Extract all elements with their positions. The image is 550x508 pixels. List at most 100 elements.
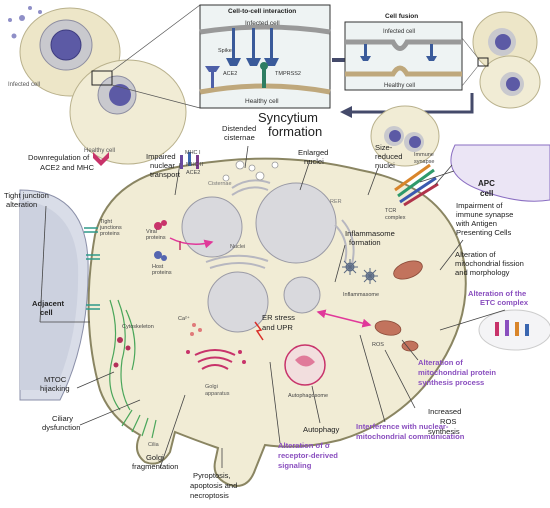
viral-proteins-label-2: proteins [146,235,166,241]
enlarged-2: nuclei [304,157,324,166]
leader-lines [39,145,506,469]
cytoskeleton-strands [109,299,136,411]
etc-2: ETC complex [480,298,529,307]
interaction-infected-label: Infected cell [245,20,280,27]
nucleus-3 [207,271,269,333]
pyroptosis-1: Pyroptosis, [193,471,231,480]
mito-protein-1: Alteration of [418,358,463,367]
downregulation-2: ACE2 and MHC [40,163,95,172]
cisternae-label: Cisternae [208,181,232,187]
tight-junction-2: alteration [6,200,37,209]
ca-dots [190,323,202,336]
er-stress-2: and UPR [262,323,293,332]
mito-fission-2: mitochondrial fission [455,259,524,268]
syncytium-line2: formation [268,124,322,139]
cell-fusion-panel: Cell fusion Infected cell Healthy cell [344,13,463,91]
cytoskeleton-label: Cytoskeleton [122,324,154,330]
tcr-label-1: TCR [385,208,396,214]
mtoc-2: hijacking [40,384,70,393]
golgi-label-1: Golgi [205,384,218,390]
mtoc-1: MTOC [44,375,67,384]
pyroptosis-3: necroptosis [190,491,229,500]
fusion-infected-label: Infected cell [383,29,415,35]
tight-junction-proteins [84,227,100,310]
top-right-cells [461,11,541,109]
mhc1-label: MHC I [185,150,201,156]
autophagosome-content [295,355,315,367]
viral-protein-icons [154,220,167,261]
mito-protein-2: mitochondrial protein [418,368,496,377]
impairment-2: immune synapse [456,210,513,219]
pyroptosis-2: apoptosis and [190,481,237,490]
inflammasome-label: Inflammasome [343,292,379,298]
mhc2-label: MHC II [186,162,204,168]
golgi-apparatus [194,349,236,370]
interaction-title: Cell-to-cell interaction [228,8,296,15]
impairment-3: with Antigen [455,219,497,228]
etc-inset [478,309,550,351]
downregulation-1: Downregulation of [28,153,90,162]
viral-proteins-label-1: Viral [146,229,157,235]
golgi-frag-2: fragmentation [132,462,178,471]
ros-2: ROS [440,417,456,426]
nucleus-reduced [283,276,321,314]
tight-junction-1: Tight junction [4,191,49,200]
nucleus-enlarged [255,182,337,264]
spike-label: Spike [218,48,232,54]
main-labels: Impaired nuclear transport Distended cis… [4,124,529,500]
impaired-transport-1: Impaired [146,152,176,161]
tcr-label-2: complex [385,215,406,221]
rer-label: RER [330,199,342,205]
top-left-cells: Infected cell Healthy cell [8,4,201,165]
left-infected-label: Infected cell [8,82,40,88]
impairment-4: Presenting Cells [456,228,511,237]
adjacent-1: Adjacent [32,299,65,308]
impairment-1: Impairment of [456,201,503,210]
ros-3: synthesis [428,427,460,436]
fusion-title: Cell fusion [385,13,418,20]
tmprss2-label: TMPRSS2 [275,71,301,77]
nuclear-mito-2: mitochondrial communication [356,432,465,441]
host-proteins-label-2: proteins [152,270,172,276]
adjacent-cell [19,189,89,401]
ace2-cell-label: ACE2 [186,170,200,176]
distended-cisternae-bubbles [222,160,279,182]
fusion-healthy-label: Healthy cell [384,83,415,89]
ros-small-label: ROS [372,342,384,348]
immune-synapse-receptors [394,163,439,207]
size-reduced-1: Size- [375,143,393,152]
cell-to-cell-panel: Cell-to-cell interaction Infected cell H… [199,4,331,109]
downregulation-chevron-icon [93,152,109,166]
etc-1: Alteration of the [468,289,526,298]
autophagosome-label: Autophagosome [288,393,328,399]
golgi-label-2: apparatus [205,391,230,397]
sigma-2: receptor-derived [278,451,338,460]
ciliary-1: Ciliary [52,414,73,423]
golgi-vesicles [186,350,246,364]
cilia-label: Cilia [148,442,160,448]
distended-1: Distended [222,124,256,133]
immune-synapse-label-1: Immune [414,152,434,158]
apc-cell [450,144,550,202]
er-cisternae [205,179,355,269]
ros-1: Increased [428,407,461,416]
cilia [121,409,157,439]
ace2-top-label: ACE2 [223,71,237,77]
left-healthy-label: Healthy cell [84,148,115,154]
apc-2: cell [480,189,493,198]
ca-label: Ca²⁺ [178,315,190,322]
nuclei-label: Nuclei [230,244,245,250]
nuclear-mito-1: Interference with nuclear- [356,422,449,431]
golgi-frag-1: Golgi [146,453,164,462]
nuclear-mito-arrow [316,309,372,328]
inflammasome-icons [342,259,378,284]
syncytium-line1: Syncytium [258,110,318,125]
tjp-label-2: junctions [99,225,122,231]
impaired-transport-3: transport [150,170,181,179]
size-reduced-3: nuclei [375,161,395,170]
mhc-receptors [180,152,199,169]
tjp-label-1: Tight [100,219,112,225]
adjacent-2: cell [40,308,53,317]
mtoc-dots [113,337,131,368]
sigma-3: signaling [278,461,312,470]
